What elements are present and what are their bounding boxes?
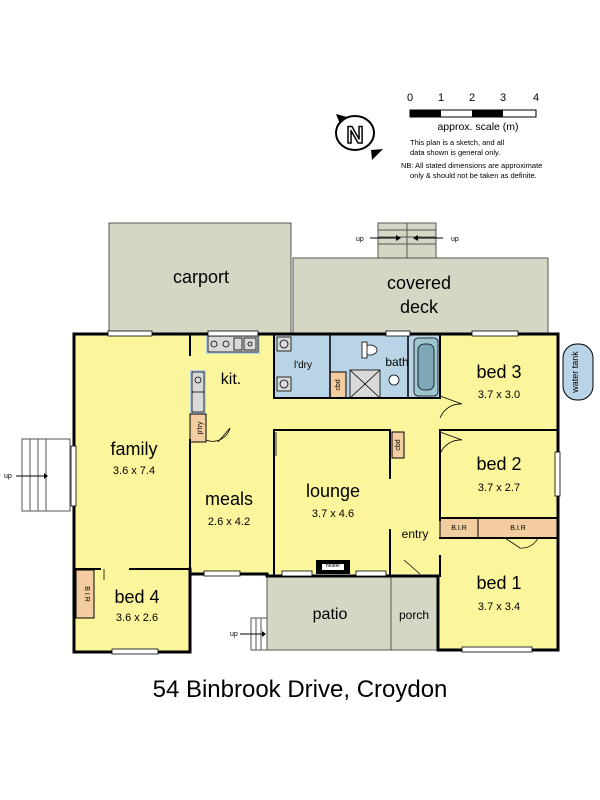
patio-steps: up (230, 617, 268, 651)
bed1-room (440, 538, 558, 650)
lounge-dim: 3.7 x 4.6 (312, 508, 354, 520)
bed4-dim: 3.6 x 2.6 (116, 612, 158, 624)
deck-steps-up-left: up (356, 236, 364, 243)
pantry-label: p'try (197, 421, 204, 435)
note-line-1: This plan is a sketch, and all (410, 138, 505, 147)
porch (390, 575, 439, 651)
scale-tick-0: 0 (407, 92, 413, 104)
covered-deck-label-1: covered (387, 273, 451, 293)
door-swings (103, 395, 539, 580)
scale-label: approx. scale (m) (437, 121, 518, 133)
cbd-label-hall: cbd (395, 439, 402, 450)
meals-dim: 2.6 x 4.2 (208, 516, 250, 528)
property-address: 54 Binbrook Drive, Croydon (152, 676, 448, 703)
note-line-4: only & should not be taken as definite. (410, 171, 537, 180)
bed2-room (440, 432, 558, 518)
kitchen-label: kit. (221, 371, 241, 388)
bir-label-2: B.I.R (510, 525, 526, 532)
family-label: family (110, 439, 157, 459)
patio-label: patio (313, 606, 348, 623)
family-dim: 3.6 x 7.4 (113, 465, 155, 477)
bed3-room (440, 334, 558, 432)
bed2-dim: 3.7 x 2.7 (478, 482, 520, 494)
bed1-label: bed 1 (476, 573, 521, 593)
patio (266, 575, 392, 651)
laundry-label: l'dry (294, 360, 312, 371)
carport-label: carport (173, 267, 229, 287)
scale-tick-4: 4 (533, 92, 539, 104)
plan-notes: This plan is a sketch, and all data show… (401, 138, 542, 180)
lounge-label: lounge (306, 481, 360, 501)
porch-label: porch (399, 608, 429, 622)
meals-label: meals (205, 489, 253, 509)
note-line-3: NB: All stated dimensions are approximat… (401, 161, 542, 170)
family-steps: up (4, 438, 71, 512)
deck-steps: up up (356, 222, 459, 259)
scale-tick-1: 1 (438, 92, 444, 104)
bed1-dim: 3.7 x 3.4 (478, 601, 520, 613)
bed3-dim: 3.7 x 3.0 (478, 389, 520, 401)
water-tank: water tank (562, 343, 594, 401)
family-room (74, 334, 190, 569)
deck-steps-up-right: up (451, 236, 459, 243)
heater-label: heater (326, 563, 341, 569)
scale-bar: 0 1 2 3 4 approx. scale (m) (407, 92, 539, 133)
family-steps-up: up (4, 473, 12, 480)
compass-letter: N (346, 122, 363, 149)
heater-icon: heater (316, 560, 350, 574)
bed2-label: bed 2 (476, 454, 521, 474)
patio-steps-up: up (230, 631, 238, 638)
bathroom-fixtures (276, 336, 439, 399)
bir-label-1: B.I.R (451, 525, 467, 532)
north-compass-icon: N (335, 114, 383, 160)
covered-deck-label-2: deck (400, 297, 439, 317)
carport (108, 222, 292, 334)
bir-label-bed4: B I R (83, 586, 90, 602)
note-line-2: data shown is general only. (410, 148, 500, 157)
scale-tick-2: 2 (469, 92, 475, 104)
entry-label: entry (402, 527, 429, 541)
bed4-label: bed 4 (114, 587, 159, 607)
scale-tick-3: 3 (500, 92, 506, 104)
windows (70, 330, 561, 655)
cbd-label-bath: cbd (335, 379, 342, 390)
water-tank-label: water tank (570, 351, 580, 394)
bath-label: bath (385, 355, 408, 369)
kitchen-fixtures (191, 335, 259, 413)
bed3-label: bed 3 (476, 362, 521, 382)
covered-deck (292, 257, 549, 334)
